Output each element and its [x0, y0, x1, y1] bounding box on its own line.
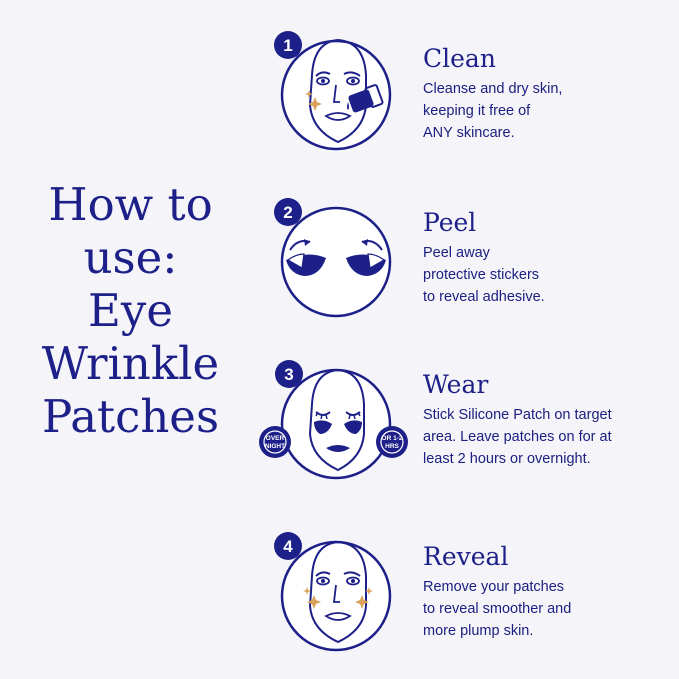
step-heading: Wear	[423, 370, 489, 399]
step-1: 1 Clean Cleanse and dry skin, keeping it…	[0, 30, 679, 160]
peel-patches-icon: 2	[274, 198, 392, 318]
step-heading: Clean	[423, 44, 496, 73]
step-description: Remove your patches to reveal smoother a…	[423, 579, 572, 639]
step-heading: Peel	[423, 208, 477, 237]
title-line: use:	[83, 231, 178, 284]
face-wearing-patches-icon: OVER NIGHT OR 1-2 HRS 3	[259, 360, 408, 480]
step-description: Cleanse and dry skin, keeping it free of…	[423, 81, 563, 141]
badge-overnight-line2: NIGHT	[265, 443, 285, 450]
step-2: 2 Peel Peel away protective stickers to …	[0, 198, 679, 328]
title-line: Patches	[41, 390, 220, 443]
step-description: Stick Silicone Patch on target area. Lea…	[423, 407, 612, 467]
title-line: Wrinkle	[41, 337, 220, 390]
title-line: How to	[48, 178, 213, 231]
step-number: 1	[283, 36, 292, 55]
step-4: 4 Reveal Remove your patches to reveal s…	[0, 530, 679, 660]
badge-hours-line2: HRS	[385, 443, 399, 450]
step-description: Peel away protective stickers to reveal …	[423, 245, 545, 305]
badge-hours-line1: OR 1-2	[382, 435, 403, 442]
page-title: How to use: Eye Wrinkle Patches	[18, 178, 243, 443]
badge-overnight-line1: OVER	[266, 435, 285, 442]
face-sparkle-icon: 4	[274, 532, 392, 652]
step-number: 4	[283, 537, 293, 556]
step-number: 3	[284, 365, 293, 384]
step-3: OVER NIGHT OR 1-2 HRS 3 Wear Stick Silic…	[0, 358, 679, 488]
title-line: Eye	[88, 284, 173, 337]
face-with-sponge-icon: 1	[274, 31, 392, 151]
step-number: 2	[283, 203, 292, 222]
step-heading: Reveal	[423, 542, 509, 571]
